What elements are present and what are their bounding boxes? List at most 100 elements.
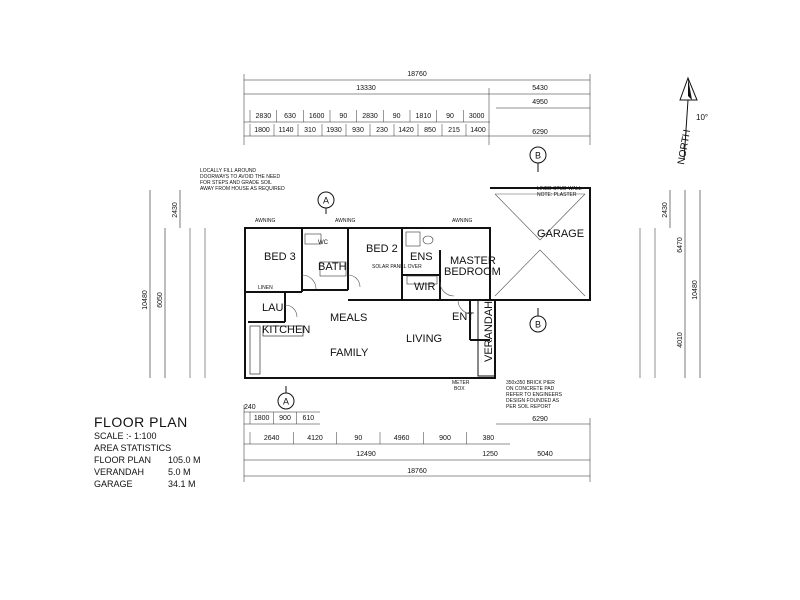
stats-label: VERANDAH <box>94 467 145 477</box>
note-line-4: AWAY FROM HOUSE AS REQUIRED <box>200 186 285 192</box>
awning-3: AWNING <box>452 218 472 224</box>
dim-top-row3: 850 <box>424 127 436 134</box>
room-master-2: BEDROOM <box>444 266 501 278</box>
stats-label: FLOOR PLAN <box>94 455 152 465</box>
room-lau: LAU <box>262 302 283 314</box>
stats-row-verandah: VERANDAH 5.0 M <box>94 466 244 478</box>
dim-1250: 1250 <box>482 451 498 458</box>
svg-text:A: A <box>323 196 329 206</box>
dim-bottom-row2: 4120 <box>307 435 323 442</box>
dim-bottom-row2: 4960 <box>394 435 410 442</box>
dim-top-row2: 1600 <box>309 113 325 120</box>
dim-left-6050: 6050 <box>157 292 164 308</box>
dim-top-row2: 1810 <box>416 113 432 120</box>
dim-top-row2: 2830 <box>256 113 272 120</box>
meter-label: METER <box>452 380 470 386</box>
dim-bottom-row2: 900 <box>439 435 451 442</box>
dim-top-row2: 90 <box>339 113 347 120</box>
dim-top-row2: 2830 <box>362 113 378 120</box>
dim-top-row3: 310 <box>304 127 316 134</box>
note-line-1: LOCALLY FILL AROUND <box>200 168 256 174</box>
room-wc: WC <box>318 240 329 246</box>
building-walls <box>244 187 591 379</box>
svg-text:B: B <box>535 320 541 330</box>
dim-top-row3: 1400 <box>470 127 486 134</box>
room-linen: LINEN <box>258 285 273 291</box>
dim-bottom-row2: 2640 <box>264 435 280 442</box>
right-dimensions: 10480 6470 2430 4010 <box>639 190 701 378</box>
north-angle: 10° <box>696 113 708 122</box>
north-arrow: NORTH 10° <box>676 76 708 166</box>
room-bed2: BED 2 <box>366 243 398 255</box>
stats-value: 34.1 M <box>168 479 196 489</box>
stats-label: GARAGE <box>94 479 133 489</box>
dim-12490: 12490 <box>356 451 376 458</box>
north-label: NORTH <box>676 129 693 166</box>
dim-left-10480: 10480 <box>142 290 149 310</box>
pier-note-5: PER SOIL REPORT <box>506 404 551 410</box>
room-verandah: VERANDAH <box>483 301 495 362</box>
room-bed3: BED 3 <box>264 251 296 263</box>
awning-2: AWNING <box>335 218 355 224</box>
pier-note-2: ON CONCRETE PAD <box>506 386 555 392</box>
dim-left-2430: 2430 <box>172 202 179 218</box>
room-ens: ENS <box>410 251 433 263</box>
dim-bottom-row1: 1800 <box>254 415 270 422</box>
dim-top-row2: 3000 <box>469 113 485 120</box>
dim-bottom-row2: 380 <box>482 435 494 442</box>
room-family: FAMILY <box>330 347 369 359</box>
plan-scale: SCALE :- 1:100 <box>94 431 157 441</box>
dim-240-bottom: 240 <box>244 404 256 411</box>
dim-6290-bottom: 6290 <box>532 416 548 423</box>
dim-overall-bottom: 18760 <box>407 468 427 475</box>
stats-heading: AREA STATISTICS <box>94 443 172 453</box>
plan-title: FLOOR PLAN <box>94 414 188 430</box>
room-master-1: MASTER <box>450 255 496 267</box>
stats-row-floor: FLOOR PLAN 105.0 M <box>94 454 244 466</box>
dim-top-row2: 90 <box>393 113 401 120</box>
note-line-3: FOR STEPS AND GRADE SOIL <box>200 180 272 186</box>
dim-top-row2: 90 <box>446 113 454 120</box>
dim-5040: 5040 <box>537 451 553 458</box>
section-marker-a-top: A <box>317 191 335 214</box>
dim-right-2430: 2430 <box>662 202 669 218</box>
top-dimensions: 18760 13330 5430 4950 2830 630 1600 90 2830 9… <box>243 71 591 145</box>
dim-r3-top: 6290 <box>532 129 548 136</box>
section-marker-a-bottom: A <box>277 386 295 410</box>
solar-panel-note: SOLAR PANEL OVER <box>372 264 422 270</box>
section-marker-b-top: B <box>529 146 547 172</box>
dim-top-row3: 930 <box>352 127 364 134</box>
dim-right-4010: 4010 <box>677 332 684 348</box>
plan-notes: LINED STUD WALL NOTE: PLASTER 350x350 BR… <box>255 186 582 410</box>
room-labels: BED 3 BATH BED 2 ENS WIR MASTER BEDROOM … <box>258 228 584 362</box>
dim-overall-top: 18760 <box>407 71 427 78</box>
dim-bottom-row1: 900 <box>279 415 291 422</box>
svg-text:A: A <box>283 397 289 407</box>
area-statistics-legend: FLOOR PLAN SCALE :- 1:100 AREA STATISTIC… <box>94 414 244 490</box>
dim-bottom-row1: 610 <box>302 415 314 422</box>
stats-value: 5.0 M <box>168 467 191 477</box>
dim-top-row3: 230 <box>376 127 388 134</box>
dim-left-top: 13330 <box>356 85 376 92</box>
dim-top-row2: 630 <box>284 113 296 120</box>
dim-r2-top: 4950 <box>532 99 548 106</box>
svg-text:B: B <box>535 151 541 161</box>
left-dimensions: 10480 6050 2430 <box>142 190 206 378</box>
dim-top-row3: 1800 <box>254 127 270 134</box>
room-wir: WIR <box>414 281 435 293</box>
garage-note-1: LINED STUD WALL <box>537 186 582 192</box>
room-garage: GARAGE <box>537 228 584 240</box>
pier-note-3: REFER TO ENGINEERS <box>506 392 563 398</box>
dim-right-top: 5430 <box>532 85 548 92</box>
room-kitchen: KITCHEN <box>262 324 310 336</box>
room-meals: MEALS <box>330 312 367 324</box>
section-marker-b-bottom: B <box>529 308 547 333</box>
dim-right-10480: 10480 <box>692 280 699 300</box>
garage-note-2: NOTE: PLASTER <box>537 192 577 198</box>
pier-note-4: DESIGN FOUNDED AS <box>506 398 560 404</box>
room-bath: BATH <box>318 261 347 273</box>
note-line-2: DOORWAYS TO AVOID THE NEED <box>200 174 280 180</box>
site-notes: LOCALLY FILL AROUND DOORWAYS TO AVOID TH… <box>200 168 285 192</box>
